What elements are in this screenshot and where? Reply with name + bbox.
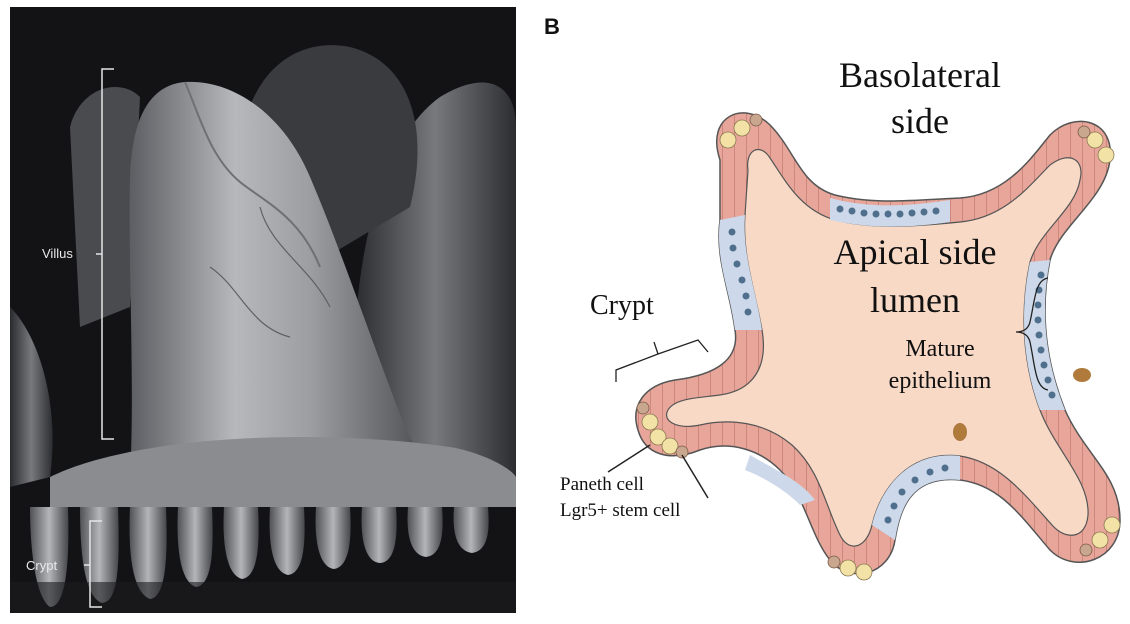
basolateral-label-line1: Basolateral bbox=[820, 52, 1020, 98]
villus-label: Villus bbox=[42, 246, 73, 261]
mature-label: Mature bbox=[850, 334, 1030, 364]
sem-image bbox=[10, 7, 516, 613]
crypt-bracket-b bbox=[616, 340, 708, 382]
basolateral-label-line2: side bbox=[820, 98, 1020, 144]
stem-label: Lgr5+ stem cell bbox=[560, 500, 680, 522]
epithelium-label: epithelium bbox=[850, 366, 1030, 396]
sem-micrograph: Villus Crypt bbox=[10, 7, 516, 613]
goblet-cell-bottom bbox=[953, 423, 967, 441]
crypt-bracket-b-tick bbox=[654, 342, 658, 354]
goblet-cell-right bbox=[1073, 368, 1091, 382]
apical-label: Apical side bbox=[815, 232, 1015, 272]
lumen-label: lumen bbox=[815, 280, 1015, 320]
crypt-label-b: Crypt bbox=[590, 290, 654, 322]
crypt-label-a: Crypt bbox=[26, 558, 57, 573]
paneth-label: Paneth cell bbox=[560, 474, 644, 496]
stem-leader bbox=[682, 455, 708, 498]
background-villus-far bbox=[70, 87, 140, 327]
paneth-leader bbox=[608, 445, 650, 472]
